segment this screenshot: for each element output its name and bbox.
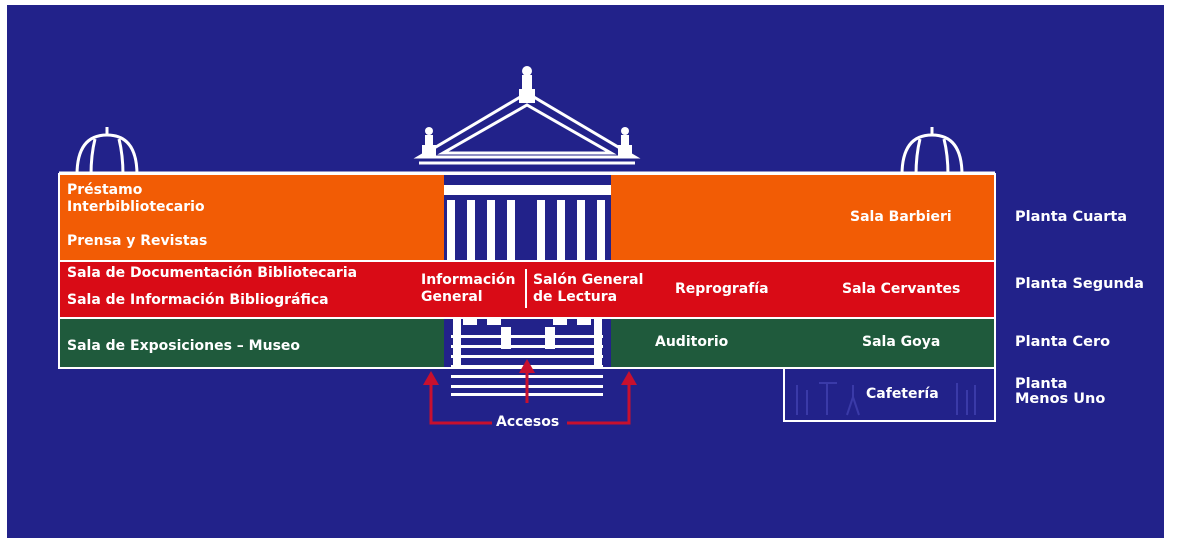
accesos-label: Accesos (496, 414, 560, 430)
informacion-general-label: Información General (421, 272, 516, 306)
cafeteria-label: Cafetería (866, 386, 939, 402)
informacion-general-line-2: General (421, 289, 483, 305)
prestamo-label: Préstamo Interbibliotecario (67, 182, 205, 216)
salon-general-line-2: de Lectura (533, 289, 618, 305)
sala-cervantes-label: Sala Cervantes (842, 281, 961, 297)
access-arrowheads (423, 359, 637, 385)
floor-label-menos-uno-line-1: Planta (1015, 376, 1068, 392)
building-diagram (7, 5, 1164, 538)
auditorio-label: Auditorio (655, 334, 729, 350)
reprografia-label: Reprografía (675, 281, 769, 297)
planta-cero-band-left (59, 319, 444, 367)
library-floor-plan: Préstamo Interbibliotecario Prensa y Rev… (7, 5, 1164, 538)
floor-label-menos-uno: Planta Menos Uno (1015, 377, 1105, 407)
statues (422, 66, 632, 157)
access-arrows (429, 369, 631, 425)
floor-label-segunda: Planta Segunda (1015, 276, 1144, 292)
cafeteria-box (783, 367, 996, 422)
sala-goya-label: Sala Goya (862, 334, 941, 350)
informacion-general-line-1: Información (421, 272, 516, 288)
salon-general-line-1: Salón General (533, 272, 644, 288)
prestamo-line-1: Préstamo (67, 182, 143, 198)
prensa-label: Prensa y Revistas (67, 233, 208, 249)
sala-barbieri-label: Sala Barbieri (850, 209, 952, 225)
floor-label-menos-uno-line-2: Menos Uno (1015, 391, 1106, 407)
portico-columns (444, 175, 611, 260)
informacion-bibliografica-label: Sala de Información Bibliográfica (67, 292, 329, 308)
planta-cero-band-right (611, 319, 995, 367)
floor-label-cero: Planta Cero (1015, 334, 1111, 350)
prestamo-line-2: Interbibliotecario (67, 199, 205, 215)
floor-label-cuarta: Planta Cuarta (1015, 209, 1128, 225)
planta-cuarta-band-left (59, 175, 444, 260)
salon-general-label: Salón General de Lectura (533, 272, 643, 306)
exposiciones-label: Sala de Exposiciones – Museo (67, 338, 301, 354)
documentacion-label: Sala de Documentación Bibliotecaria (67, 265, 358, 281)
planta-cuarta-band-right (611, 175, 995, 260)
